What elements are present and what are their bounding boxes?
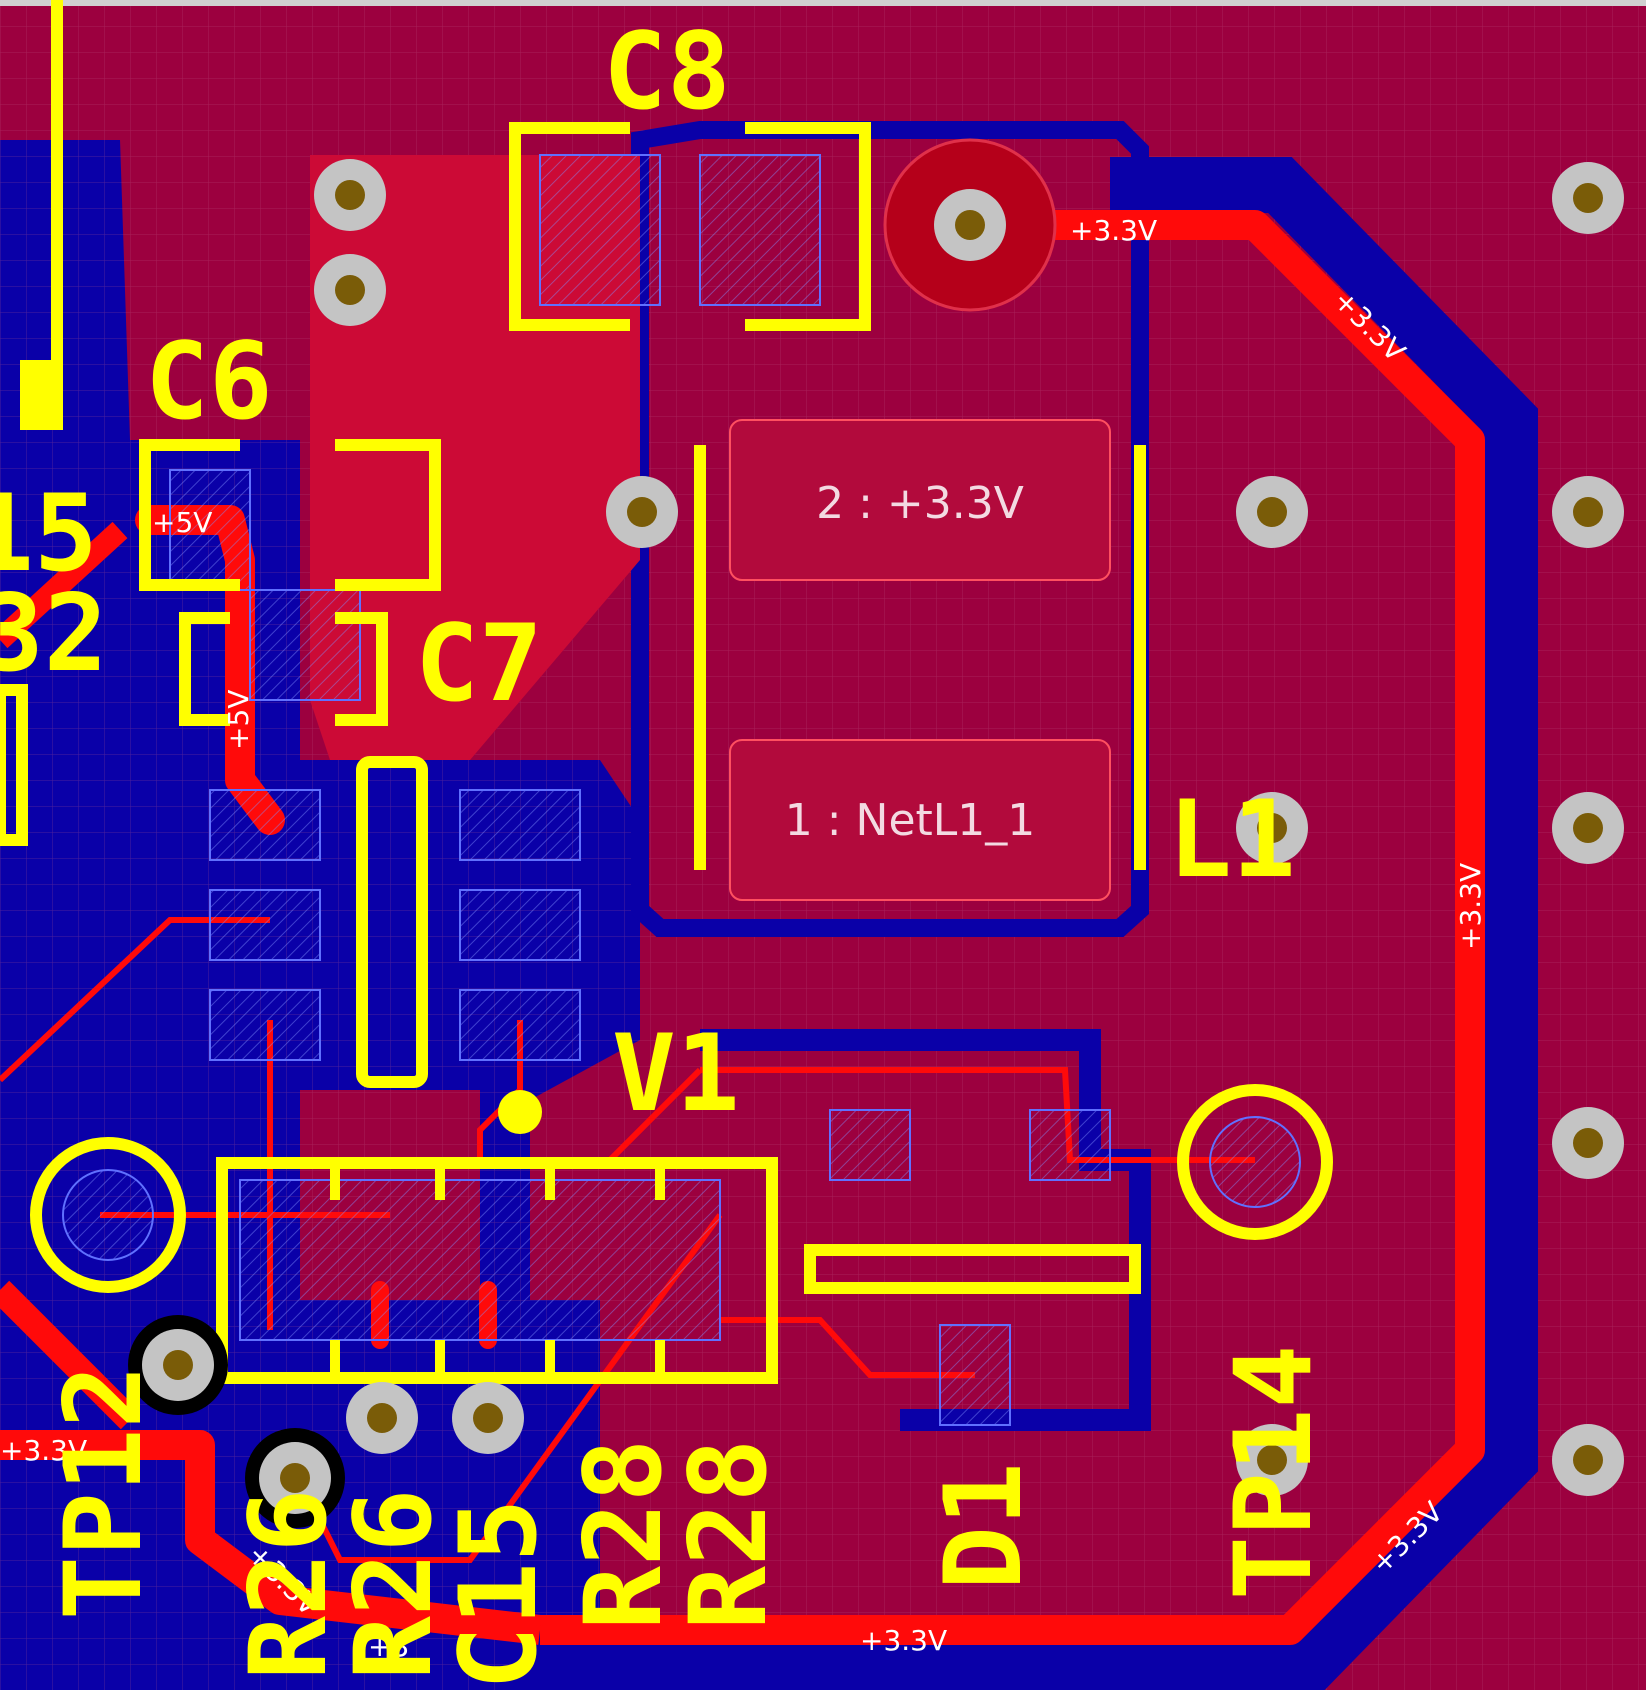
left-edge-bar	[20, 360, 58, 430]
net-label-3-bottom: +3	[368, 1630, 409, 1663]
silkscreen-outlines	[0, 0, 1146, 1384]
tp14-ring[interactable]	[1177, 1084, 1333, 1240]
designator-c15: C15	[437, 1499, 560, 1690]
signal-trace-4[interactable]	[477, 1020, 703, 1163]
designator-c7: C7	[415, 602, 543, 725]
l1-pad-1[interactable]	[729, 739, 1111, 901]
vias[interactable]	[128, 159, 1624, 1528]
l1-pad-1-label: 1 : NetL1_1	[785, 795, 1036, 846]
net-label-3v3-top: +3.3V	[1070, 214, 1157, 247]
designator-u1: V1	[612, 1012, 740, 1135]
top-copper-bright	[310, 155, 640, 760]
u1-pin1-marker	[498, 1090, 542, 1134]
designator-l1: L1	[1168, 778, 1296, 901]
net-label-3v3-bottom: +3.3V	[860, 1624, 947, 1657]
l1-pad-2-label: 2 : +3.3V	[816, 478, 1024, 529]
designator-r26b: R26	[332, 1489, 455, 1680]
net-label-5v-vertical: +5V	[222, 690, 255, 750]
trace-3v3-diag[interactable]	[0, 1280, 140, 1430]
designator-r26a: R26	[227, 1489, 350, 1680]
designator-tp12: TP12	[42, 1365, 165, 1620]
designator-c8: C8	[603, 10, 731, 133]
designator-r15: 15	[0, 472, 98, 595]
designator-r28b: R28	[667, 1439, 790, 1630]
net-label-3v3-left: +3.3V	[0, 1434, 87, 1467]
u1-pin-ticks	[330, 1163, 665, 1378]
tp14-pad	[1209, 1116, 1301, 1208]
designator-tp14: TP14	[1212, 1345, 1335, 1600]
net-label-5v: +5V	[152, 506, 212, 539]
designator-r32: 32	[0, 572, 108, 695]
hatched-pads	[169, 154, 1111, 1426]
clearance-outline-right	[520, 157, 1538, 1690]
tp12-pad	[62, 1169, 154, 1261]
trace-3v3-main[interactable]	[540, 210, 1485, 1645]
designator-r28a: R28	[562, 1439, 685, 1630]
designator-d1: D1	[922, 1462, 1045, 1590]
trace-5v-left[interactable]	[0, 521, 128, 649]
tp12-ring[interactable]	[30, 1137, 186, 1293]
net-label-3v3-vertical: +3.3V	[1454, 863, 1487, 950]
designator-c6: C6	[145, 320, 273, 443]
l1-pad-2[interactable]	[729, 419, 1111, 581]
trace-3v3-left[interactable]	[0, 1430, 542, 1645]
window-top-edge	[0, 0, 1646, 6]
